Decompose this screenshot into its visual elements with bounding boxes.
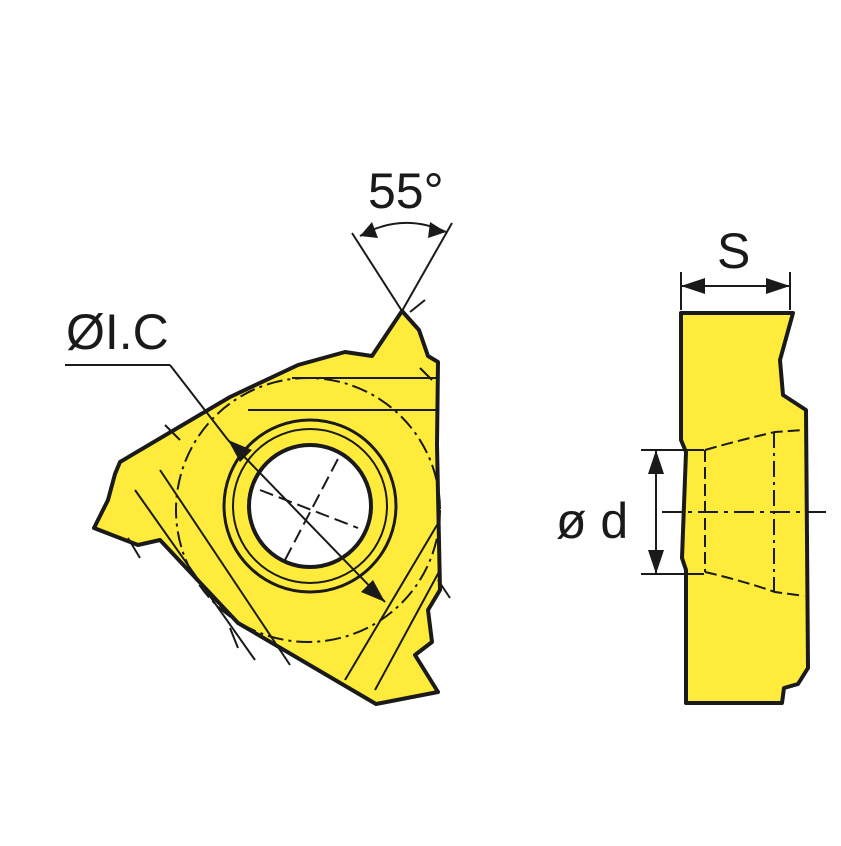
corner-ticks: [127, 299, 451, 649]
hole-diameter-label: ø d: [556, 493, 628, 549]
ic-arrow-upper: [228, 440, 252, 462]
counterbore-outer: [222, 418, 398, 594]
mounting-hole: [247, 443, 373, 569]
ic-dimension: [65, 364, 386, 603]
hole-centre-lines: [259, 454, 359, 561]
thickness-dimension: [680, 272, 791, 310]
flank-lines: [134, 377, 441, 691]
insert-top-view: 55° ØI.C: [65, 163, 453, 706]
angle-dimension: [351, 222, 453, 312]
counterbore-inner: [232, 428, 388, 584]
inscribed-circle-label: ØI.C: [66, 304, 169, 360]
thickness-label: S: [717, 223, 750, 279]
inscribed-circle: [175, 377, 441, 643]
angle-label: 55°: [368, 163, 444, 219]
side-body: [679, 311, 810, 705]
insert-side-view: S ø d: [556, 223, 826, 705]
ic-arrow-lower: [361, 580, 385, 602]
hole-diameter-dimension: [641, 449, 704, 575]
